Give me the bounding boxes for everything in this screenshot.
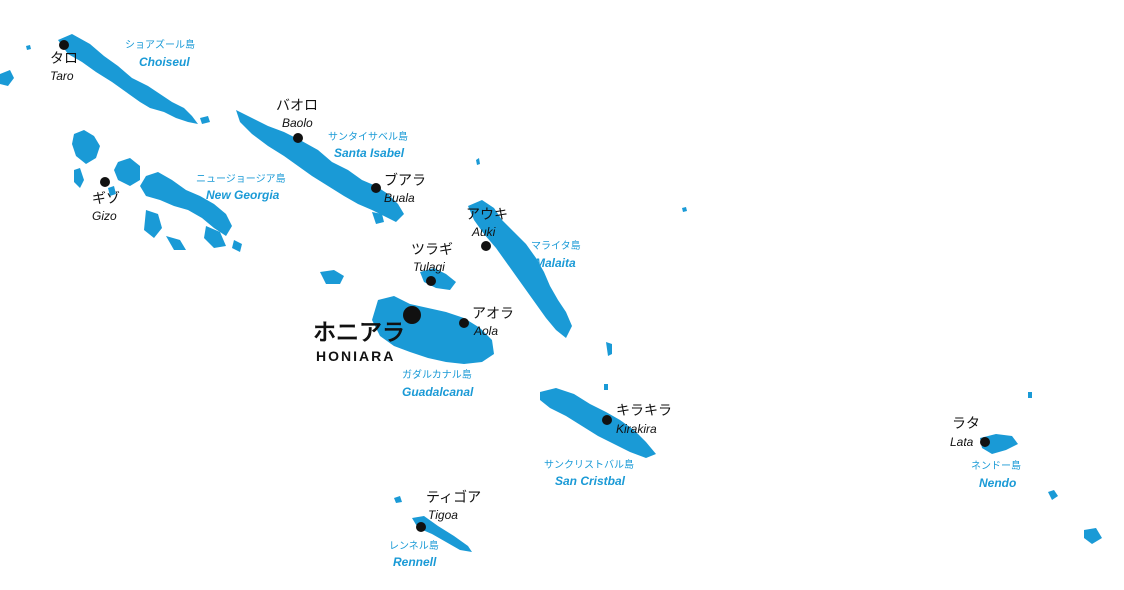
town-label-jp: ツラギ [411, 242, 453, 258]
town-label-jp: バオロ [276, 98, 318, 114]
town-marker-taro [59, 40, 69, 50]
town-label-jp: アオラ [472, 306, 514, 322]
town-label-en: Tigoa [428, 508, 458, 522]
island-label-en: Malaita [535, 256, 576, 270]
island-shape-vangunu [204, 226, 226, 248]
island-label-jp: ショアズール島 [125, 40, 195, 51]
capital-marker-honiara [403, 306, 421, 324]
island-label-en: New Georgia [206, 188, 280, 202]
town-label-en: Lata [950, 435, 974, 449]
island-label-jp: サンクリストバル島 [544, 460, 634, 471]
town-label-en: Baolo [282, 116, 313, 130]
capital-name-jp: ホニアラ [313, 320, 405, 346]
island-label-en: Choiseul [139, 55, 190, 69]
islet-shape [1084, 528, 1102, 544]
islet-shape [1028, 392, 1032, 398]
capital-name-en: HONIARA [316, 348, 396, 364]
town-label-en: Tulagi [413, 260, 445, 274]
islet-shape [682, 207, 687, 212]
island-shape-malaita [468, 200, 572, 338]
island-label-jp: サンタイサベル島 [328, 132, 408, 143]
town-label-jp: アウキ [466, 207, 508, 223]
island-label-en: Guadalcanal [402, 385, 474, 399]
island-label-jp: マライタ島 [531, 241, 581, 252]
island-shape-santa-isabel [236, 110, 404, 222]
town-marker-gizo [100, 177, 110, 187]
island-label-jp: ニュージョージア島 [196, 174, 286, 185]
islet-shape [394, 496, 402, 503]
islet-shape [108, 186, 116, 196]
town-label-en: Taro [50, 69, 74, 83]
island-label-jp: ガダルカナル島 [402, 370, 472, 381]
town-marker-baolo [293, 133, 303, 143]
islet-shape [232, 240, 242, 252]
island-shape-kolombangara [114, 158, 140, 186]
town-marker-tigoa [416, 522, 426, 532]
islet-shape [372, 212, 384, 224]
islet-shape [604, 384, 608, 390]
town-label-jp: ブアラ [384, 173, 426, 189]
island-shape-new-georgia [140, 172, 232, 236]
island-label-en: San Cristbal [555, 474, 626, 488]
town-label-jp: タロ [50, 51, 78, 67]
town-label-en: Aola [474, 324, 499, 338]
town-marker-lata [980, 437, 990, 447]
town-marker-aola [459, 318, 469, 328]
islet-shape [200, 116, 210, 124]
town-label-jp: ティゴア [426, 490, 482, 506]
islet-shape [26, 45, 31, 50]
islet-shape [166, 236, 186, 250]
island-shape-san-cristbal [540, 388, 656, 458]
town-marker-buala [371, 183, 381, 193]
island-shape-rendova [144, 210, 162, 238]
islet-shape [476, 158, 480, 165]
islet-shape [74, 168, 84, 188]
town-marker-tulagi [426, 276, 436, 286]
island-shape-guadalcanal [372, 296, 494, 364]
island-shape-vella-lavella [72, 130, 100, 164]
town-marker-auki [481, 241, 491, 251]
islet-shape [606, 342, 612, 356]
island-label-jp: ネンドー島 [971, 461, 1021, 472]
island-label-en: Nendo [979, 476, 1017, 490]
island-shape-russell-islands [320, 270, 344, 284]
island-shape-nendo [980, 434, 1018, 454]
town-label-en: Buala [384, 191, 415, 205]
town-label-en: Auki [472, 225, 496, 239]
island-shape-choiseul [58, 34, 198, 124]
town-label-en: Kirakira [616, 422, 657, 436]
town-label-jp: ギゾ [92, 191, 120, 207]
town-label-en: Gizo [92, 209, 117, 223]
island-label-en: Santa Isabel [334, 146, 405, 160]
town-label-jp: ラタ [952, 416, 980, 432]
island-shape-west-fragment [0, 70, 14, 86]
town-label-jp: キラキラ [616, 403, 672, 419]
town-marker-kirakira [602, 415, 612, 425]
island-label-en: Rennell [393, 555, 437, 569]
islet-shape [1048, 490, 1058, 500]
island-label-jp: レンネル島 [389, 541, 439, 552]
island-shape-rennell [412, 516, 472, 552]
